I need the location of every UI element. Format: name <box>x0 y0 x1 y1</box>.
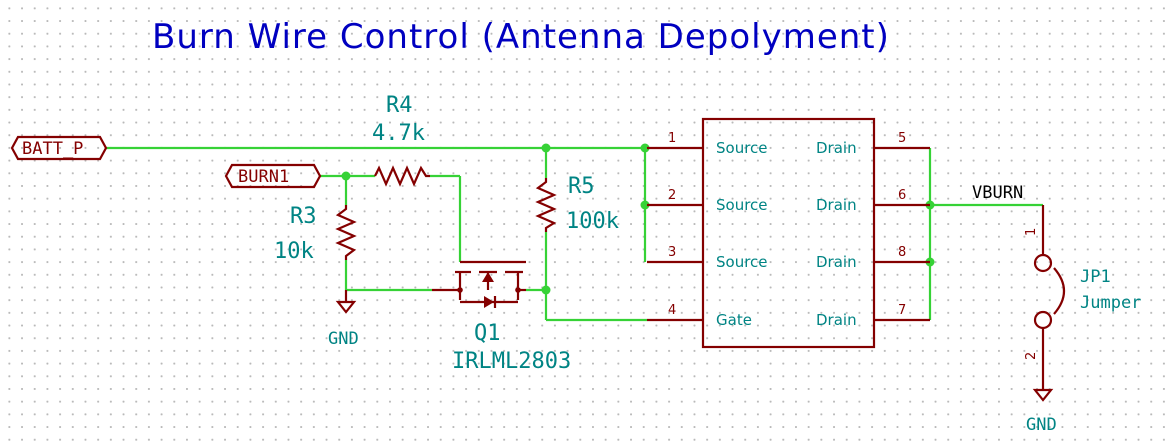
ic-pin-4-name: Gate <box>716 311 752 329</box>
junction-dot <box>541 143 551 153</box>
ic-load-switch: 1 2 3 4 Source Source Source Gate Drain … <box>647 117 930 349</box>
jp1-pin-1-num: 1 <box>1024 228 1039 236</box>
burn1-label: BURN1 <box>224 163 322 189</box>
junction-dot <box>541 285 551 295</box>
ic-pin-4-num: 4 <box>668 303 676 318</box>
ic-pin-6-name: Drain <box>816 196 857 214</box>
ic-pin-3-num: 3 <box>668 245 676 260</box>
r5-ref: R5 <box>568 174 595 199</box>
resistor-r4: R4 4.7k <box>372 93 430 187</box>
ic-pin-8-name: Drain <box>816 253 857 271</box>
jp1-value: Jumper <box>1080 293 1141 313</box>
jp1-pin-2-num: 2 <box>1024 352 1039 360</box>
gnd-left-label: GND <box>328 329 359 349</box>
r3-value: 10k <box>274 239 314 264</box>
ic-pin-1-num: 1 <box>668 131 676 146</box>
r4-value: 4.7k <box>372 121 425 146</box>
resistor-r3: R3 10k <box>274 204 357 264</box>
wires <box>106 146 1043 322</box>
batt-label: BATT_P <box>10 135 108 161</box>
r5-value: 100k <box>566 209 619 234</box>
ic-pin-2-num: 2 <box>668 188 676 203</box>
ic-pin-8-num: 8 <box>898 245 906 260</box>
ic-pin-7-num: 7 <box>898 303 906 318</box>
junction-dot <box>640 200 650 210</box>
q1-value: IRLML2803 <box>452 349 571 374</box>
r3-ref: R3 <box>290 204 317 229</box>
resistor-r5: R5 100k <box>535 174 619 234</box>
gnd-right-label: GND <box>1026 415 1057 435</box>
ic-pin-5-name: Drain <box>816 139 857 157</box>
ic-pin-1-name: Source <box>716 139 768 157</box>
gnd-symbol-left: GND <box>328 290 359 349</box>
burn1-label-text: BURN1 <box>238 167 289 187</box>
q1-ref: Q1 <box>474 321 501 346</box>
r4-ref: R4 <box>386 93 413 118</box>
batt-label-text: BATT_P <box>22 139 83 159</box>
junction-dot <box>341 171 351 181</box>
ic-pin-7-name: Drain <box>816 311 857 329</box>
vburn-net-label: VBURN <box>972 183 1023 203</box>
schematic-title: Burn Wire Control (Antenna Depolyment) <box>152 17 890 57</box>
jp1-ref: JP1 <box>1080 267 1111 287</box>
ic-pin-3-name: Source <box>716 253 768 271</box>
junctions <box>341 143 935 295</box>
mosfet-q1: Q1 IRLML2803 <box>432 260 571 374</box>
jumper-jp1: 1 2 JP1 Jumper <box>1024 205 1141 378</box>
ic-pin-2-name: Source <box>716 196 768 214</box>
ic-pin-5-num: 5 <box>898 131 906 146</box>
ic-pin-6-num: 6 <box>898 188 906 203</box>
gnd-symbol-right: GND <box>1026 378 1057 435</box>
junction-dot <box>640 143 650 153</box>
